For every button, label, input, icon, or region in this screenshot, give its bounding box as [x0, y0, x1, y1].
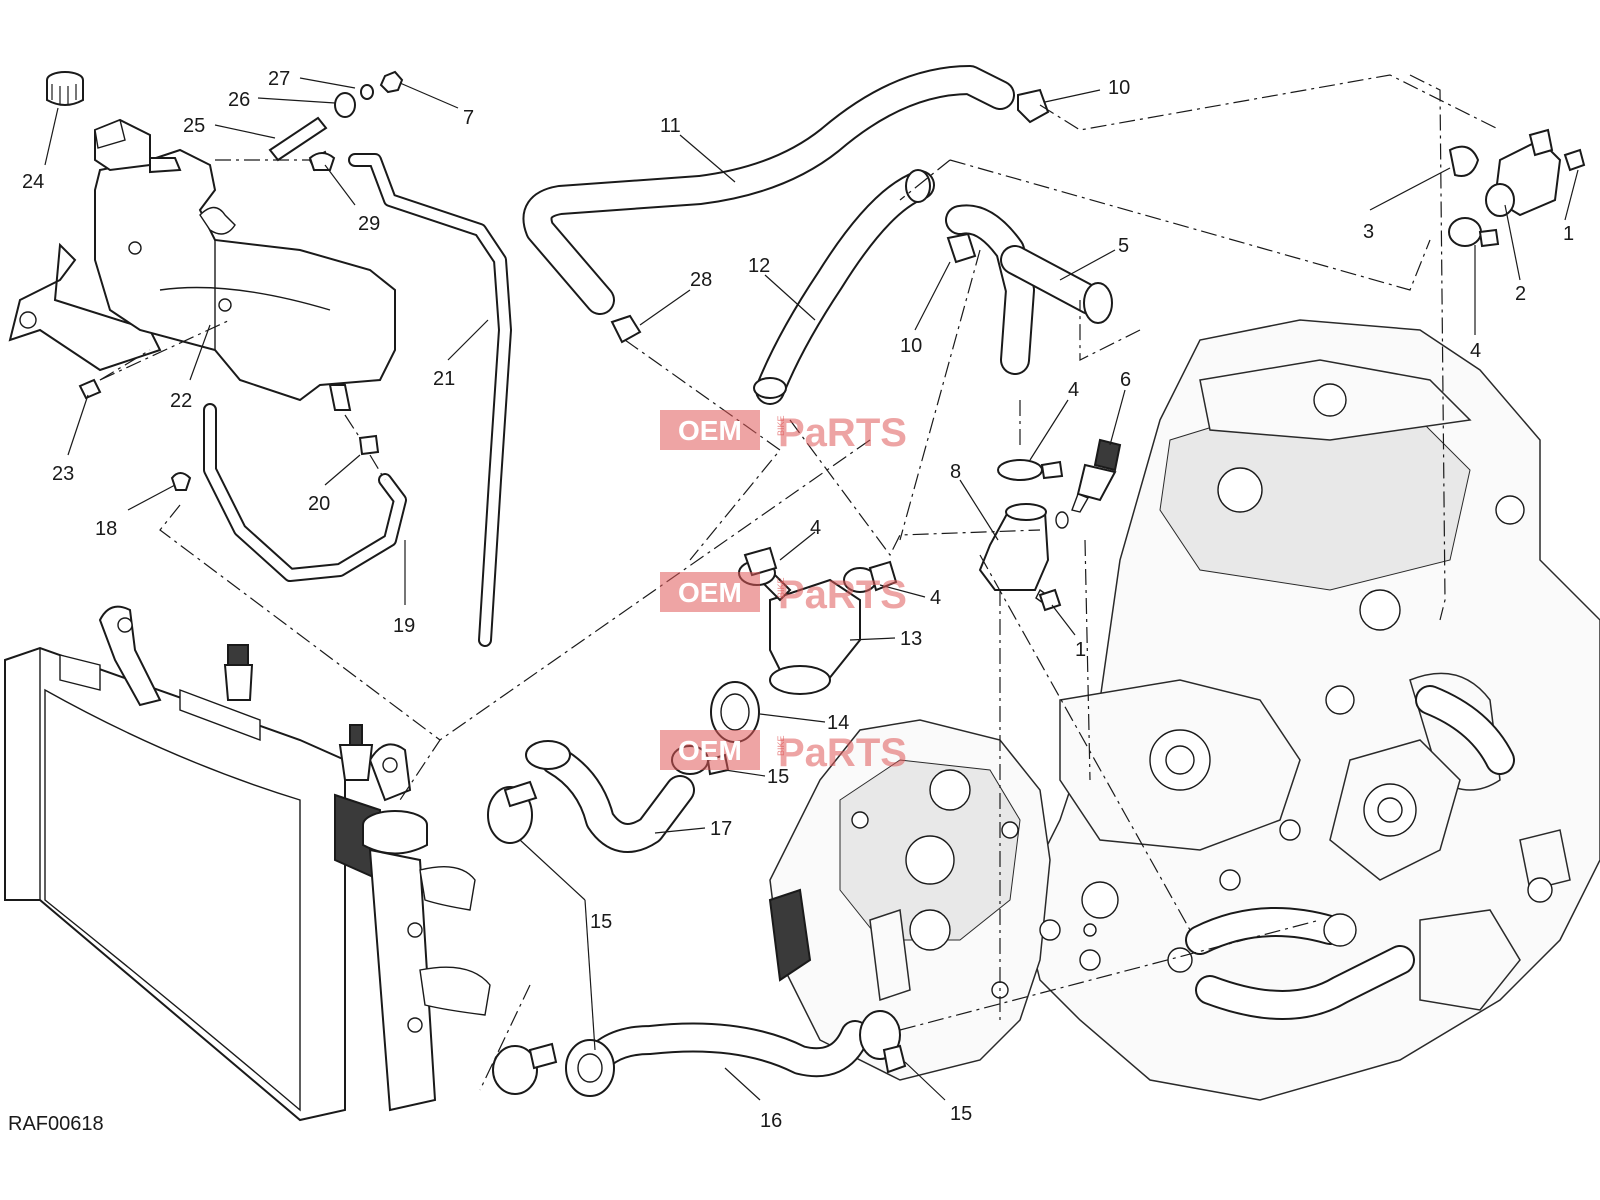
watermark-left-text: OEM — [678, 735, 742, 766]
hose-16-end-inner — [577, 1053, 603, 1083]
clamp-15-lower-left-screw — [528, 1042, 558, 1070]
label-24: 24 — [22, 171, 44, 193]
watermark-2: OEM BIKE PaRTS — [660, 572, 907, 617]
label-21: 21 — [433, 368, 455, 390]
leader-lines — [44, 77, 1579, 1101]
label-29: 29 — [358, 213, 380, 235]
clamp-4-right — [868, 560, 898, 592]
hose-16 — [570, 1020, 870, 1095]
clip-10-top — [1017, 88, 1050, 124]
label-4-upper: 4 — [1068, 379, 1079, 401]
bolt-1-mid — [1038, 588, 1062, 612]
label-17: 17 — [710, 818, 732, 840]
label-26: 26 — [228, 89, 250, 111]
label-3: 3 — [1363, 221, 1374, 243]
label-28: 28 — [690, 269, 712, 291]
label-12: 12 — [748, 255, 770, 277]
part-labels: 27 26 7 25 24 29 22 23 21 20 18 19 11 10… — [22, 68, 1574, 1132]
tank-cap — [51, 84, 77, 104]
label-4-top: 4 — [1470, 340, 1481, 362]
label-15-middle: 15 — [590, 911, 612, 933]
hose-11 — [522, 65, 1015, 315]
sensor-6 — [1055, 438, 1122, 529]
hose-5 — [945, 204, 1105, 375]
label-10-top: 10 — [1108, 77, 1130, 99]
label-11: 11 — [660, 115, 681, 137]
clamp-15-lower-right-screw — [882, 1044, 907, 1074]
hose-12 — [755, 170, 935, 405]
label-5: 5 — [1118, 235, 1129, 257]
label-1-top: 1 — [1563, 223, 1574, 245]
outlet-fitting-2 — [1485, 128, 1562, 217]
label-19: 19 — [393, 615, 415, 637]
bolt-1-top — [1563, 148, 1586, 172]
clamp-15-lower-right — [859, 1010, 901, 1060]
assembly-lines — [99, 74, 1501, 1091]
hose-19 — [203, 403, 407, 582]
bolt-23 — [78, 378, 102, 400]
watermark-right-text: PaRTS — [778, 573, 907, 617]
watermark-3: OEM BIKE PaRTS — [660, 730, 907, 775]
label-2: 2 — [1515, 283, 1526, 305]
clamp-4-upper — [997, 459, 1043, 481]
watermark-small-text: BIKE — [776, 735, 786, 756]
watermark-right-text: PaRTS — [778, 731, 907, 775]
label-13: 13 — [900, 628, 922, 650]
reference-code: RAF00618 — [8, 1113, 104, 1135]
hose-17 — [540, 745, 695, 853]
watermark-right-text: PaRTS — [778, 411, 907, 455]
clip-28 — [610, 314, 642, 344]
watermark-small-text: BIKE — [776, 415, 786, 436]
label-18: 18 — [95, 518, 117, 540]
label-4-right: 4 — [930, 587, 941, 609]
label-16: 16 — [760, 1110, 782, 1132]
clamp-4-screw — [1040, 460, 1064, 480]
hose-5-end — [1083, 282, 1113, 324]
thermostat-housing-8 — [978, 503, 1055, 610]
label-22: 22 — [170, 390, 192, 412]
clamp-15-lower-left — [492, 1045, 538, 1095]
clamp-4-top-screw — [1478, 228, 1500, 248]
label-7: 7 — [463, 107, 474, 129]
clip-18 — [170, 472, 192, 491]
clamp-15-left-screw — [503, 780, 538, 808]
radiator — [4, 605, 491, 1122]
label-14: 14 — [827, 712, 849, 734]
clip-29 — [308, 152, 336, 171]
label-25: 25 — [183, 115, 205, 137]
hose-12-end — [753, 377, 787, 399]
hose-17-end — [525, 740, 571, 770]
connector-20 — [358, 434, 380, 456]
hose-21 — [348, 153, 512, 647]
label-15-lower: 15 — [950, 1103, 972, 1125]
engine-block — [768, 319, 1600, 1101]
label-23: 23 — [52, 463, 74, 485]
clamp-4-left — [743, 546, 778, 577]
label-20: 20 — [308, 493, 330, 515]
clamp-4-top — [1448, 217, 1482, 247]
clip-3 — [1448, 145, 1480, 177]
watermark-left-text: OEM — [678, 577, 742, 608]
label-1-mid: 1 — [1075, 639, 1086, 661]
label-4-left: 4 — [810, 517, 821, 539]
clip-10-mid — [946, 232, 977, 264]
label-10-mid: 10 — [900, 335, 922, 357]
watermark-left-text: OEM — [678, 415, 742, 446]
expansion-tank — [8, 71, 396, 411]
label-27: 27 — [268, 68, 290, 90]
label-8: 8 — [950, 461, 961, 483]
watermark-small-text: BIKE — [776, 577, 786, 598]
label-6: 6 — [1120, 369, 1131, 391]
watermark-1: OEM BIKE PaRTS — [660, 410, 907, 455]
seal-14-inner — [720, 693, 750, 731]
label-15-upper: 15 — [767, 766, 789, 788]
thermostat-13 — [738, 560, 877, 695]
